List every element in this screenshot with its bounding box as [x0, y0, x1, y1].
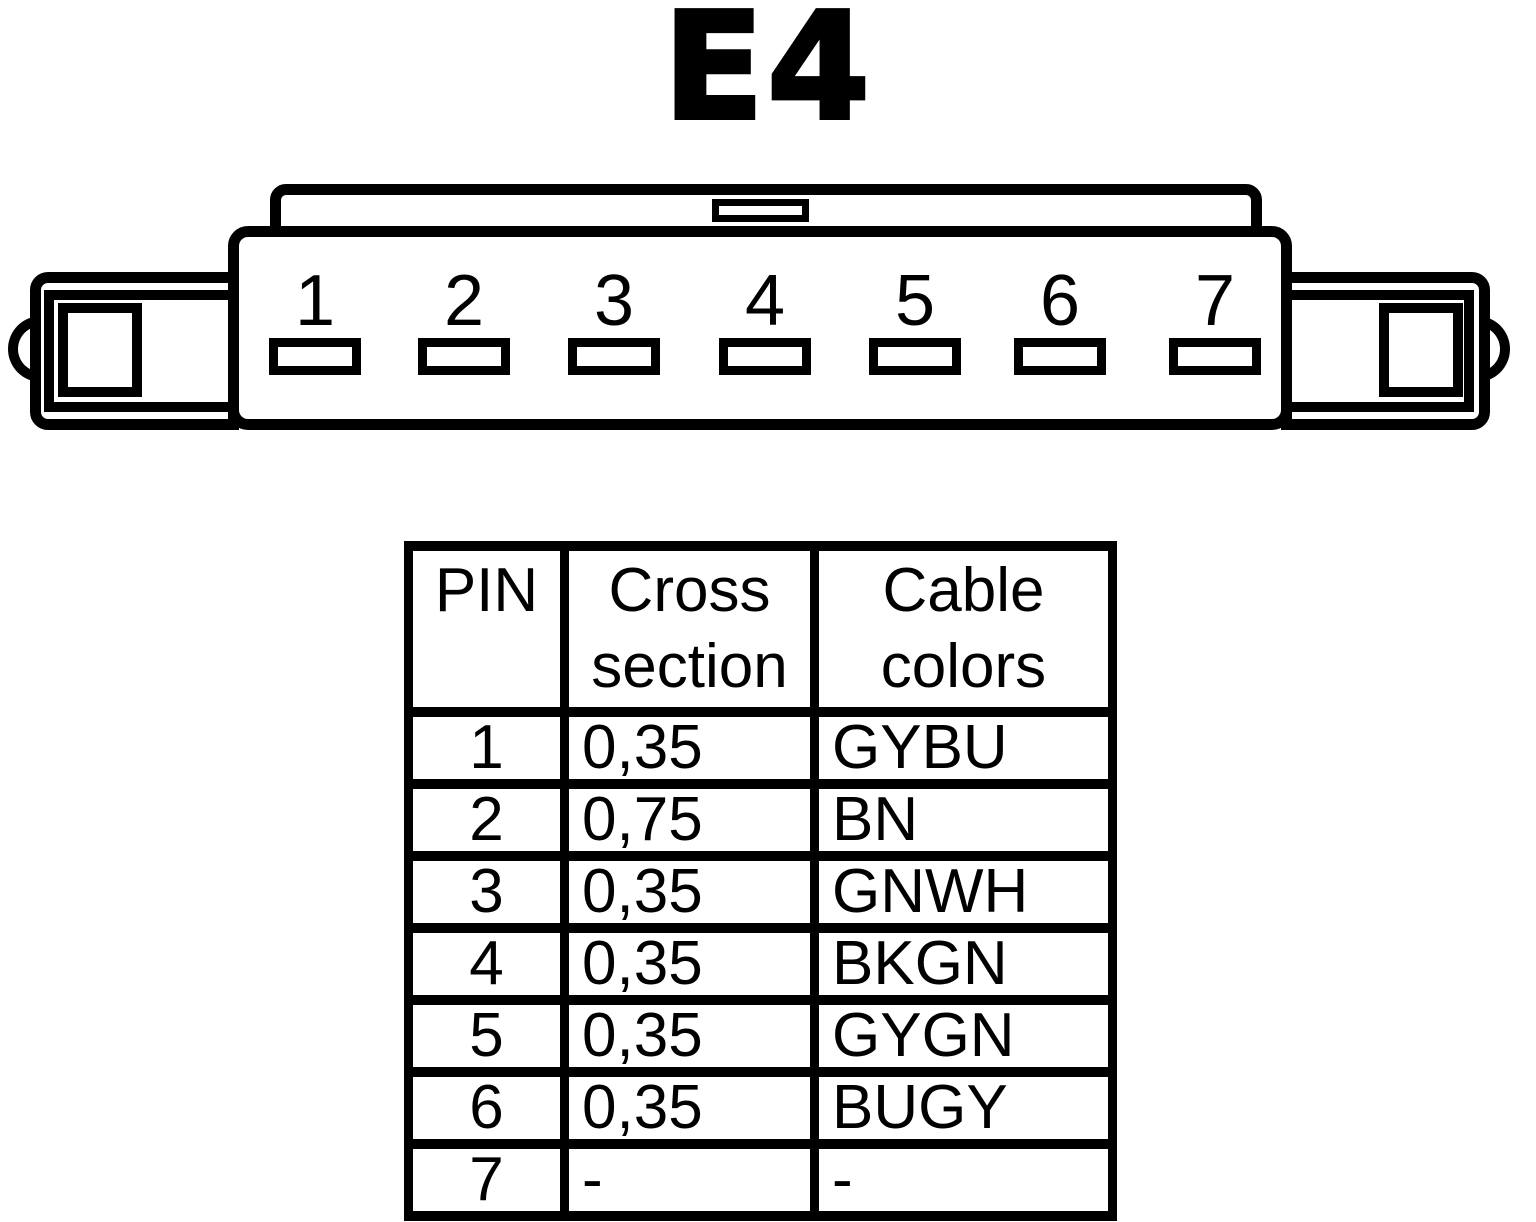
cell-cable-colors: BUGY — [810, 1067, 1117, 1149]
cell-pin: 2 — [404, 779, 569, 861]
table-row: 6 0,35 BUGY — [404, 1067, 1117, 1149]
pin-group-2: 2 — [389, 264, 539, 414]
cell-pin: 6 — [404, 1067, 569, 1149]
pin-table: PIN Cross section Cable colors 1 0,35 GY… — [404, 541, 1117, 1221]
connector-diagram: 1 2 3 4 5 6 7 — [0, 0, 1536, 470]
header-cross-section: Cross section — [560, 541, 819, 717]
cell-cross-section: 0,35 — [560, 923, 819, 1005]
cell-cross-section: 0,35 — [560, 995, 819, 1077]
left-ear-window — [58, 303, 142, 397]
connector-housing — [228, 226, 1292, 430]
pin-label: 2 — [443, 261, 485, 341]
connector-latch-tab — [712, 199, 809, 222]
pin-group-4: 4 — [690, 264, 840, 414]
table-row: 5 0,35 GYGN — [404, 995, 1117, 1077]
pin-slot — [869, 338, 961, 375]
cell-cable-colors: GYGN — [810, 995, 1117, 1077]
pin-group-5: 5 — [840, 264, 990, 414]
table-row: 3 0,35 GNWH — [404, 851, 1117, 933]
pin-group-3: 3 — [539, 264, 689, 414]
table-row: 4 0,35 BKGN — [404, 923, 1117, 1005]
cell-pin: 5 — [404, 995, 569, 1077]
page-title: E4 — [661, 0, 874, 153]
cell-pin: 1 — [404, 707, 569, 789]
pin-label: 3 — [593, 261, 635, 341]
pin-group-7: 7 — [1140, 264, 1290, 414]
cell-pin: 3 — [404, 851, 569, 933]
pin-slot — [1014, 338, 1106, 375]
cell-cable-colors: BN — [810, 779, 1117, 861]
table-header-row: PIN Cross section Cable colors — [404, 541, 1117, 717]
pin-label: 7 — [1194, 261, 1236, 341]
right-ear-window — [1379, 303, 1463, 397]
cell-pin: 4 — [404, 923, 569, 1005]
cell-cable-colors: BKGN — [810, 923, 1117, 1005]
table-row: 1 0,35 GYBU — [404, 707, 1117, 789]
pin-label: 1 — [294, 261, 336, 341]
pin-slot — [269, 338, 361, 375]
pin-slot — [719, 338, 811, 375]
pin-group-6: 6 — [985, 264, 1135, 414]
pin-group-1: 1 — [240, 264, 390, 414]
cell-cross-section: 0,35 — [560, 707, 819, 789]
pin-label: 4 — [744, 261, 786, 341]
pin-slot — [568, 338, 660, 375]
cell-cable-colors: - — [810, 1139, 1117, 1221]
pin-label: 5 — [894, 261, 936, 341]
table-row: 7 - - — [404, 1139, 1117, 1221]
header-pin: PIN — [404, 541, 569, 717]
cell-cable-colors: GYBU — [810, 707, 1117, 789]
pin-slot — [1169, 338, 1261, 375]
cell-cross-section: 0,75 — [560, 779, 819, 861]
pin-label: 6 — [1039, 261, 1081, 341]
header-cable-colors: Cable colors — [810, 541, 1117, 717]
pin-slot — [418, 338, 510, 375]
cell-pin: 7 — [404, 1139, 569, 1221]
cell-cross-section: - — [560, 1139, 819, 1221]
cell-cable-colors: GNWH — [810, 851, 1117, 933]
cell-cross-section: 0,35 — [560, 1067, 819, 1149]
cell-cross-section: 0,35 — [560, 851, 819, 933]
table-row: 2 0,75 BN — [404, 779, 1117, 861]
